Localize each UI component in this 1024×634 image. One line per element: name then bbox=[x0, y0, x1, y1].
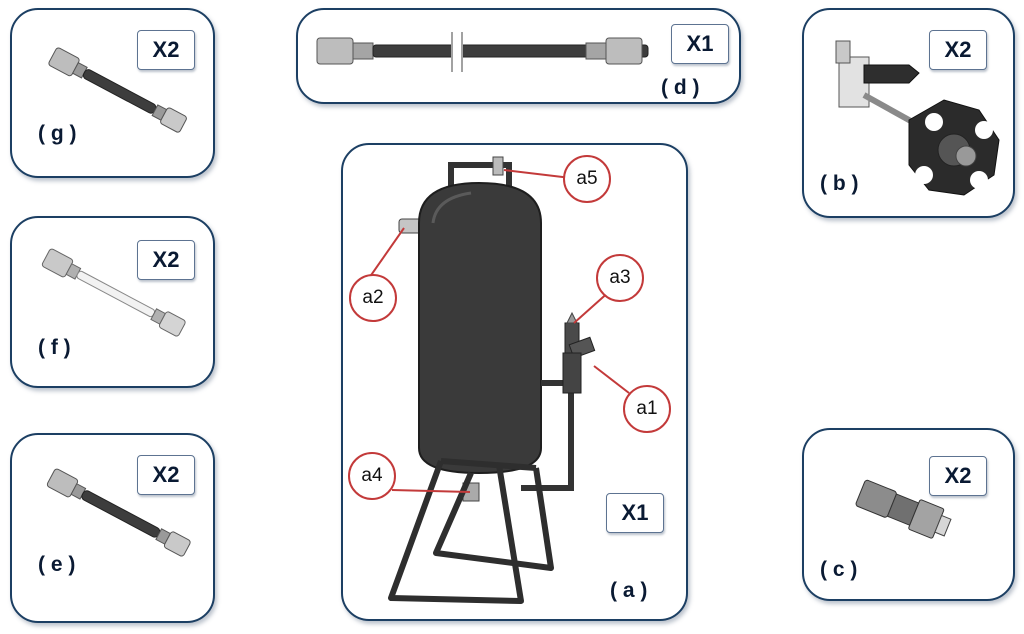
callout-a4: a4 bbox=[348, 452, 396, 500]
callout-a5: a5 bbox=[563, 155, 611, 203]
quantity-badge-b: X2 bbox=[929, 30, 987, 70]
quantity-badge-a: X1 bbox=[606, 493, 664, 533]
panel-b: X2 ( b ) bbox=[802, 8, 1015, 218]
quantity-badge-g: X2 bbox=[137, 30, 195, 70]
hose-f-icon bbox=[41, 248, 186, 337]
quantity-badge-f: X2 bbox=[137, 240, 195, 280]
part-label-b: ( b ) bbox=[820, 172, 859, 195]
hose-d-icon bbox=[316, 32, 649, 72]
panel-e: X2 ( e ) bbox=[10, 433, 215, 623]
hose-d-fitting-icon bbox=[585, 37, 643, 65]
callout-a3: a3 bbox=[596, 254, 644, 302]
part-label-a: ( a ) bbox=[610, 579, 648, 602]
part-label-f: ( f ) bbox=[38, 336, 71, 359]
part-label-e: ( e ) bbox=[38, 553, 76, 576]
callout-a1: a1 bbox=[623, 385, 671, 433]
part-label-g: ( g ) bbox=[38, 122, 77, 145]
quantity-badge-c: X2 bbox=[929, 456, 987, 496]
callout-a2: a2 bbox=[349, 274, 397, 322]
panel-c: X2 ( c ) bbox=[802, 428, 1015, 601]
panel-d: X1 ( d ) bbox=[296, 8, 741, 104]
hose-e-icon bbox=[46, 468, 191, 557]
part-label-c: ( c ) bbox=[820, 558, 858, 581]
panel-f: X2 ( f ) bbox=[10, 216, 215, 388]
part-label-d: ( d ) bbox=[661, 76, 700, 99]
valve-bracket-b-icon bbox=[835, 40, 1000, 196]
coupling-c-icon bbox=[855, 479, 952, 539]
hose-g-icon bbox=[48, 47, 187, 133]
pressure-tank-icon bbox=[388, 156, 596, 604]
quantity-badge-d: X1 bbox=[671, 24, 729, 64]
panel-g: X2 ( g ) bbox=[10, 8, 215, 178]
quantity-badge-e: X2 bbox=[137, 455, 195, 495]
